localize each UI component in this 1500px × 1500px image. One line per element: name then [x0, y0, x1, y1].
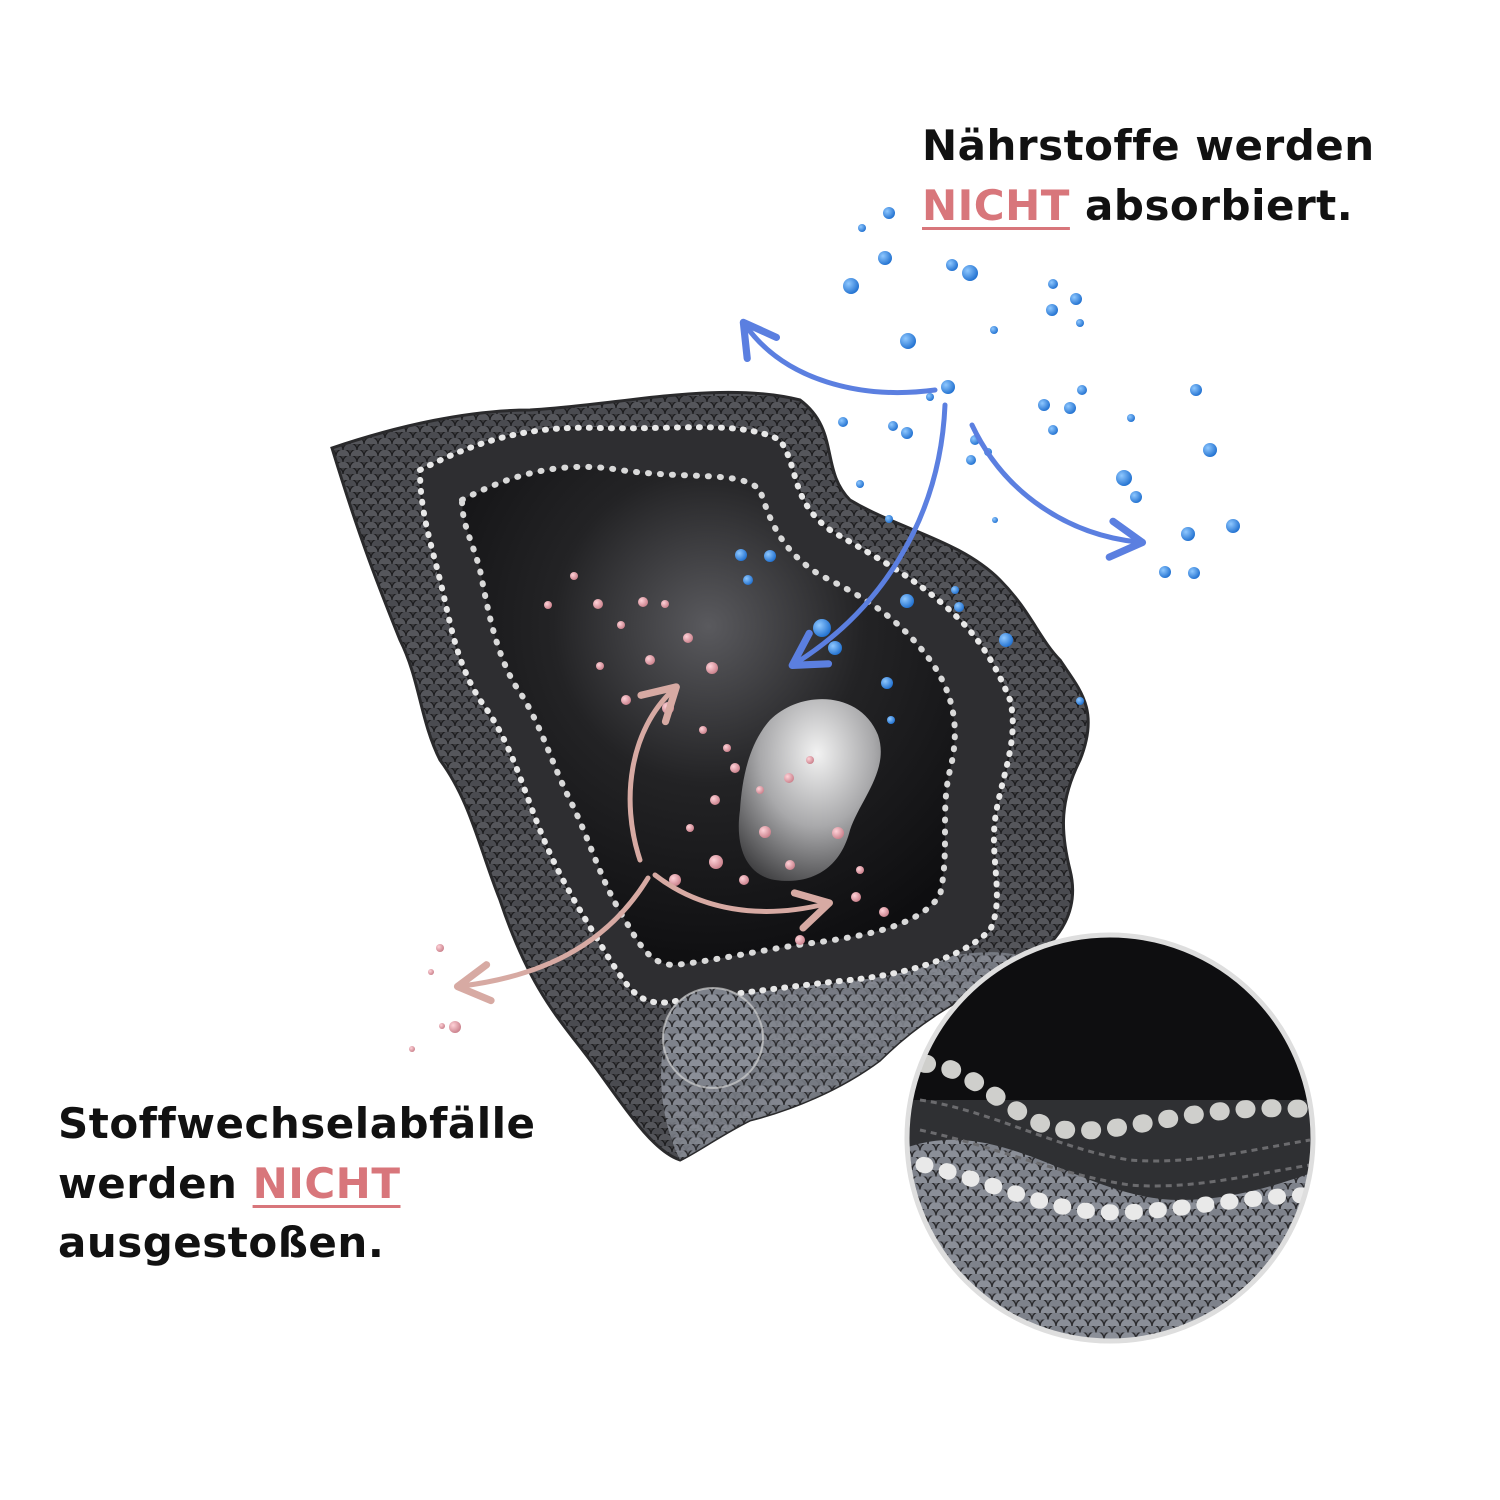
waste-caption-line1: Stoffwechselabfälle: [58, 1099, 536, 1148]
nutrient-arrows: [739, 318, 1147, 670]
nutrients-caption-rest: absorbiert.: [1085, 180, 1354, 230]
nucleus: [738, 699, 881, 881]
waste-caption: Stoffwechselabfälle werden NICHT ausgest…: [58, 1094, 618, 1273]
nutrient-particles: [735, 207, 1240, 724]
nutrient-arrow-into-cell: [788, 402, 948, 670]
waste-caption-line3: ausgestoßen.: [58, 1218, 385, 1268]
waste-arrow-out: [453, 875, 651, 1005]
waste-particles: [544, 572, 889, 945]
nutrients-caption: Nährstoffe werden NICHT absorbiert.: [922, 116, 1482, 235]
waste-arrow-up: [627, 683, 680, 863]
nutrients-caption-line1: Nährstoffe werden: [922, 121, 1375, 170]
expelled-waste-particles: [409, 944, 461, 1052]
waste-arrows: [453, 683, 833, 1005]
nutrient-arrow-rejected-right: [969, 422, 1147, 561]
zoom-source-marker: [662, 987, 764, 1089]
nutrient-arrow-rejected-left: [739, 318, 938, 395]
waste-caption-emphasis: NICHT: [252, 1158, 401, 1208]
waste-arrow-right: [652, 872, 833, 932]
nutrients-caption-emphasis: NICHT: [922, 180, 1070, 230]
waste-caption-line2-prefix: werden: [58, 1158, 238, 1208]
